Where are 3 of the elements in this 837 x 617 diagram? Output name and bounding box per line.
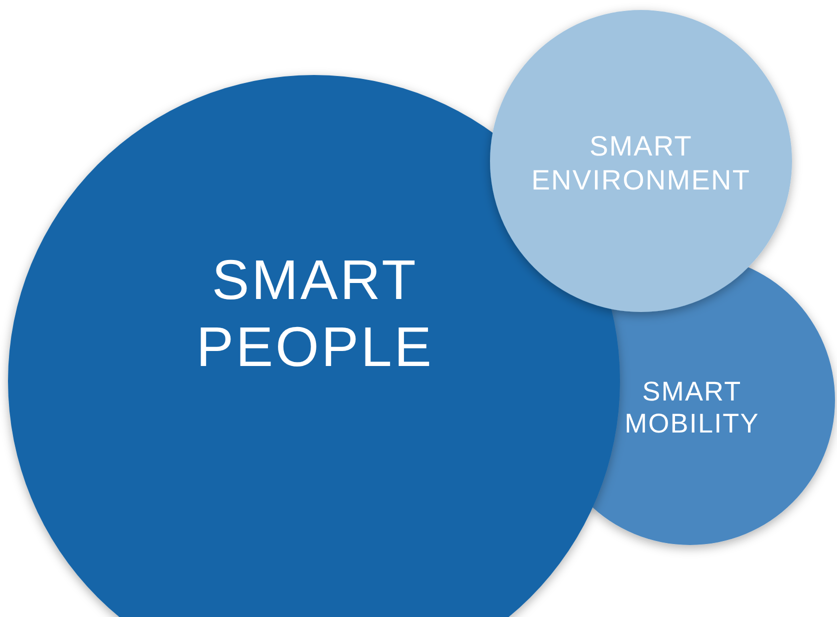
circle-label: SMART ENVIRONMENT — [531, 129, 751, 197]
circle-label: SMART PEOPLE — [155, 246, 475, 380]
circle-label: SMART MOBILITY — [602, 376, 782, 440]
